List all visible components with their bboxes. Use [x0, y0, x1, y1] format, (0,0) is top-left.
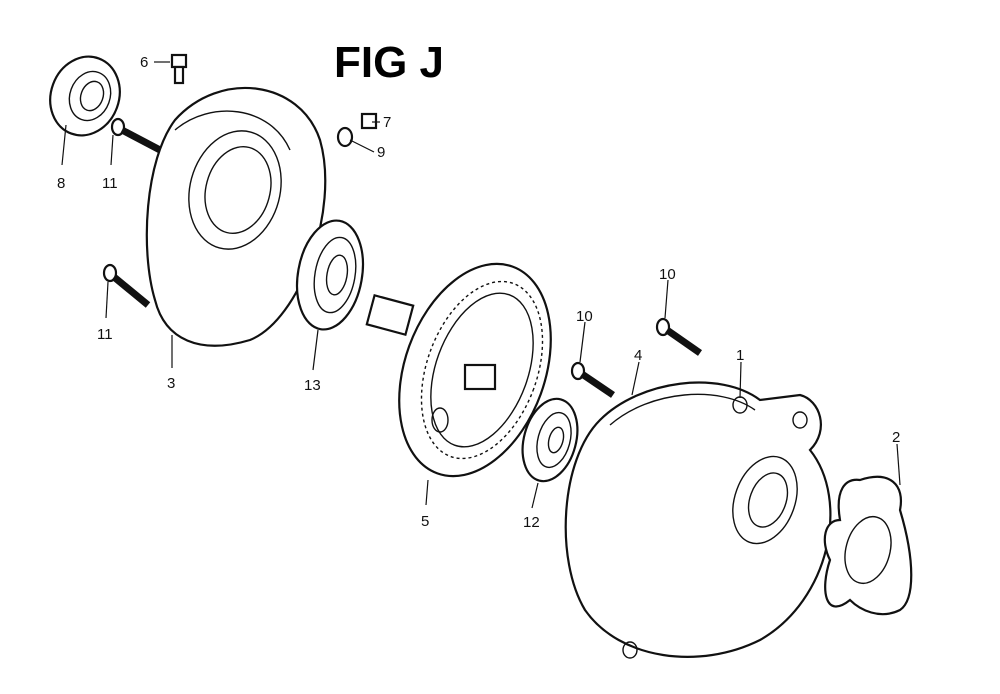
callout-10-right: 10	[659, 266, 676, 283]
part-11-bolt-upper	[110, 117, 162, 154]
callout-10-left: 10	[576, 308, 593, 325]
callout-3: 3	[167, 375, 175, 392]
callout-4: 4	[634, 347, 642, 364]
callout-5: 5	[421, 513, 429, 530]
part-10-bolt-right	[655, 317, 703, 356]
part-8-oil-seal	[49, 55, 121, 137]
part-2-gasket	[823, 475, 913, 616]
callout-9: 9	[377, 144, 385, 161]
part-6-bolt	[170, 53, 188, 85]
callout-11-lower: 11	[97, 326, 113, 343]
part-1-gear-case	[564, 381, 832, 659]
part-9-washer	[336, 126, 354, 148]
figure-title: FIG J	[334, 38, 444, 87]
part-10-bolt-left	[570, 361, 615, 398]
part-5-ring-gear	[365, 262, 552, 478]
part-7-bolt	[360, 112, 378, 130]
callout-7: 7	[383, 114, 391, 131]
callout-8: 8	[57, 175, 65, 192]
callout-6: 6	[140, 54, 148, 71]
part-3-case-cover	[145, 87, 327, 347]
callout-13: 13	[304, 377, 321, 394]
callout-1: 1	[736, 347, 744, 364]
callout-2: 2	[892, 429, 900, 446]
callout-11-upper: 11	[102, 175, 118, 192]
part-11-bolt-lower	[102, 263, 151, 308]
part-12-bearing	[521, 397, 579, 483]
part-13-bearing	[295, 219, 365, 331]
leader-lines	[61, 61, 901, 509]
callout-12: 12	[523, 514, 540, 531]
